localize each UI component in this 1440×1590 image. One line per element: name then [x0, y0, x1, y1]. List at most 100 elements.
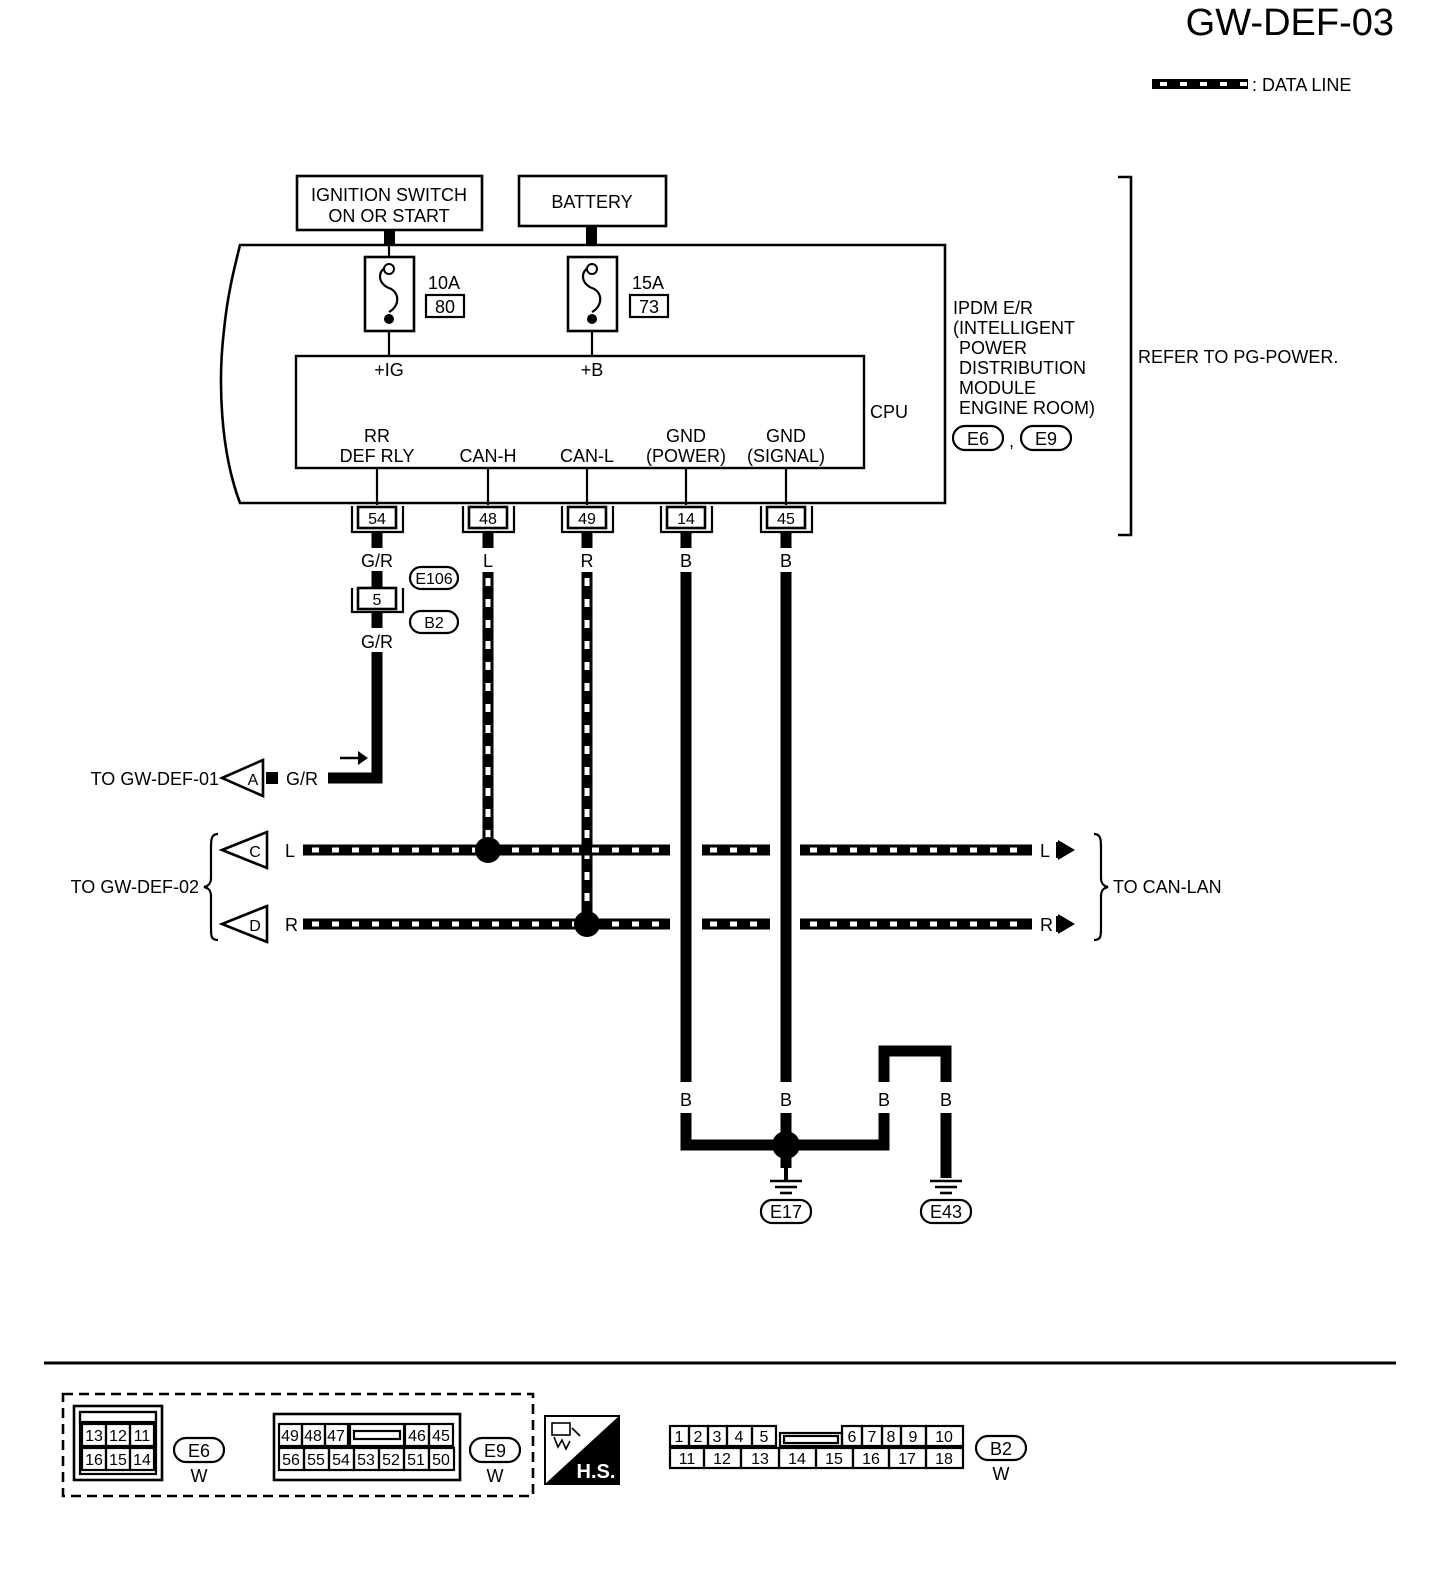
b2-pin-17: 17	[898, 1451, 916, 1468]
offpage-c: C L	[218, 830, 295, 870]
refer-note: REFER TO PG-POWER.	[1138, 347, 1338, 367]
ignition-switch-line2: ON OR START	[328, 206, 449, 226]
e6-pin-15: 15	[109, 1452, 127, 1469]
pin-49: 49	[560, 505, 615, 534]
wire-color-54: G/R	[361, 551, 393, 571]
ground-color-1: B	[680, 1090, 692, 1110]
e9-pin-47: 47	[327, 1428, 345, 1445]
offpage-c-letter: C	[249, 844, 261, 861]
b2-pin-3: 3	[713, 1429, 722, 1446]
b2-pin-5: 5	[760, 1429, 769, 1446]
joint-connector-b2: B2	[424, 615, 444, 632]
offpage-d: D R	[218, 904, 298, 944]
b2-pin-6: 6	[848, 1429, 857, 1446]
pin-48: 48	[461, 505, 516, 534]
terminal-label-canh: CAN-H	[460, 446, 517, 466]
ipdm-line-5: MODULE	[959, 378, 1036, 398]
terminal-label-gndp-2: (POWER)	[646, 446, 726, 466]
pin-54-number: 54	[368, 511, 386, 528]
e6-pin-16: 16	[85, 1452, 103, 1469]
ipdm-connector-e6: E6	[967, 429, 989, 449]
e9-pin-53: 53	[357, 1452, 375, 1469]
ground-point-e17: E17	[770, 1202, 802, 1222]
ipdm-line-2: (INTELLIGENT	[953, 318, 1075, 338]
ipdm-connector-separator: ,	[1009, 431, 1014, 451]
b2-pin-2: 2	[694, 1429, 703, 1446]
offpage-d-color: R	[285, 915, 298, 935]
e9-pin-51: 51	[407, 1452, 425, 1469]
connector-e6: 13 12 11 16 15 14 E6 W	[72, 1404, 226, 1486]
e6-pin-12: 12	[109, 1428, 127, 1445]
fuse-73-amps: 15A	[632, 273, 664, 293]
data-line-legend-label: : DATA LINE	[1252, 75, 1351, 95]
data-line-legend: : DATA LINE	[1152, 75, 1351, 95]
offpage-d-letter: D	[249, 918, 261, 935]
e9-pin-54: 54	[332, 1452, 350, 1469]
b2-pin-14: 14	[788, 1451, 806, 1468]
b2-pin-8: 8	[887, 1429, 896, 1446]
connector-group-box	[61, 1392, 535, 1498]
ipdm-connector-e9: E9	[1035, 429, 1057, 449]
battery-box: BATTERY	[517, 174, 668, 228]
e9-pin-50: 50	[432, 1452, 450, 1469]
b2-pin-7: 7	[868, 1429, 877, 1446]
ipdm-line-6: ENGINE ROOM)	[959, 398, 1095, 418]
b2-pin-16: 16	[862, 1451, 880, 1468]
refer-bracket	[1118, 175, 1133, 537]
e6-pin-14: 14	[133, 1452, 151, 1469]
pin-48-number: 48	[479, 511, 497, 528]
group-right-label: TO CAN-LAN	[1113, 877, 1222, 897]
ipdm-line-4: DISTRIBUTION	[959, 358, 1086, 378]
cpu-input-b: +B	[581, 360, 604, 380]
pin-54: 54	[350, 505, 405, 534]
b2-pin-1: 1	[675, 1429, 684, 1446]
ignition-switch-line1: IGNITION SWITCH	[311, 185, 467, 205]
offpage-c-color: L	[285, 841, 295, 861]
connector-e9: 49 48 47 46 45 56 55 54 53 52 51 50 E9 W	[272, 1412, 522, 1486]
b2-color: W	[993, 1464, 1010, 1484]
ground-wires: B B B B E17 E43	[680, 532, 973, 1225]
b2-pin-13: 13	[751, 1451, 769, 1468]
terminal-label-gnds-2: (SIGNAL)	[747, 446, 825, 466]
b2-pin-11: 11	[679, 1451, 696, 1468]
ground-color-4: B	[940, 1090, 952, 1110]
pin-45-number: 45	[777, 511, 795, 528]
wire-color-45: B	[780, 551, 792, 571]
pin-49-number: 49	[578, 511, 596, 528]
left-brace	[203, 832, 219, 942]
can-l-bus: R	[303, 911, 1075, 937]
e9-pin-55: 55	[307, 1452, 325, 1469]
e9-pin-49: 49	[281, 1428, 299, 1445]
b2-pin-10: 10	[935, 1429, 953, 1446]
fuse-80-amps: 10A	[428, 273, 460, 293]
hs-badge: H.S.	[544, 1415, 620, 1485]
terminal-label-gnds-1: GND	[766, 426, 806, 446]
cpu-input-ig: +IG	[374, 360, 404, 380]
wire-rr-def-rly: 5 E106 B2 G/R G/R A TO GW-DEF-01	[91, 532, 460, 798]
e9-pin-46: 46	[408, 1428, 426, 1445]
b2-pin-15: 15	[825, 1451, 843, 1468]
terminal-label-rr-1: RR	[364, 426, 390, 446]
e9-pin-52: 52	[382, 1452, 400, 1469]
can-l-right-color: R	[1040, 915, 1053, 935]
pin-14: 14	[659, 505, 714, 534]
ipdm-outline	[219, 243, 947, 505]
hs-label: H.S.	[577, 1461, 616, 1483]
connector-b2: 1 2 3 4 5 6 7 8 9 10 11 12 13 14 15 16 1…	[668, 1424, 1028, 1484]
e9-pin-56: 56	[282, 1452, 300, 1469]
e6-pin-11: 11	[134, 1428, 151, 1445]
group-left-label: TO GW-DEF-02	[71, 877, 199, 897]
wire-color-14: B	[680, 551, 692, 571]
e9-pin-45: 45	[432, 1428, 450, 1445]
offpage-a-letter: A	[248, 772, 259, 789]
fuse-80: 10A 80	[363, 246, 466, 356]
b2-pin-9: 9	[909, 1429, 918, 1446]
cpu-box	[294, 354, 866, 470]
page-code: GW-DEF-03	[1186, 2, 1394, 44]
b2-id: B2	[990, 1439, 1012, 1459]
terminal-label-canl: CAN-L	[560, 446, 614, 466]
wire-a-color: G/R	[286, 769, 318, 789]
pin-45: 45	[759, 505, 814, 534]
can-h-right-color: L	[1040, 841, 1050, 861]
